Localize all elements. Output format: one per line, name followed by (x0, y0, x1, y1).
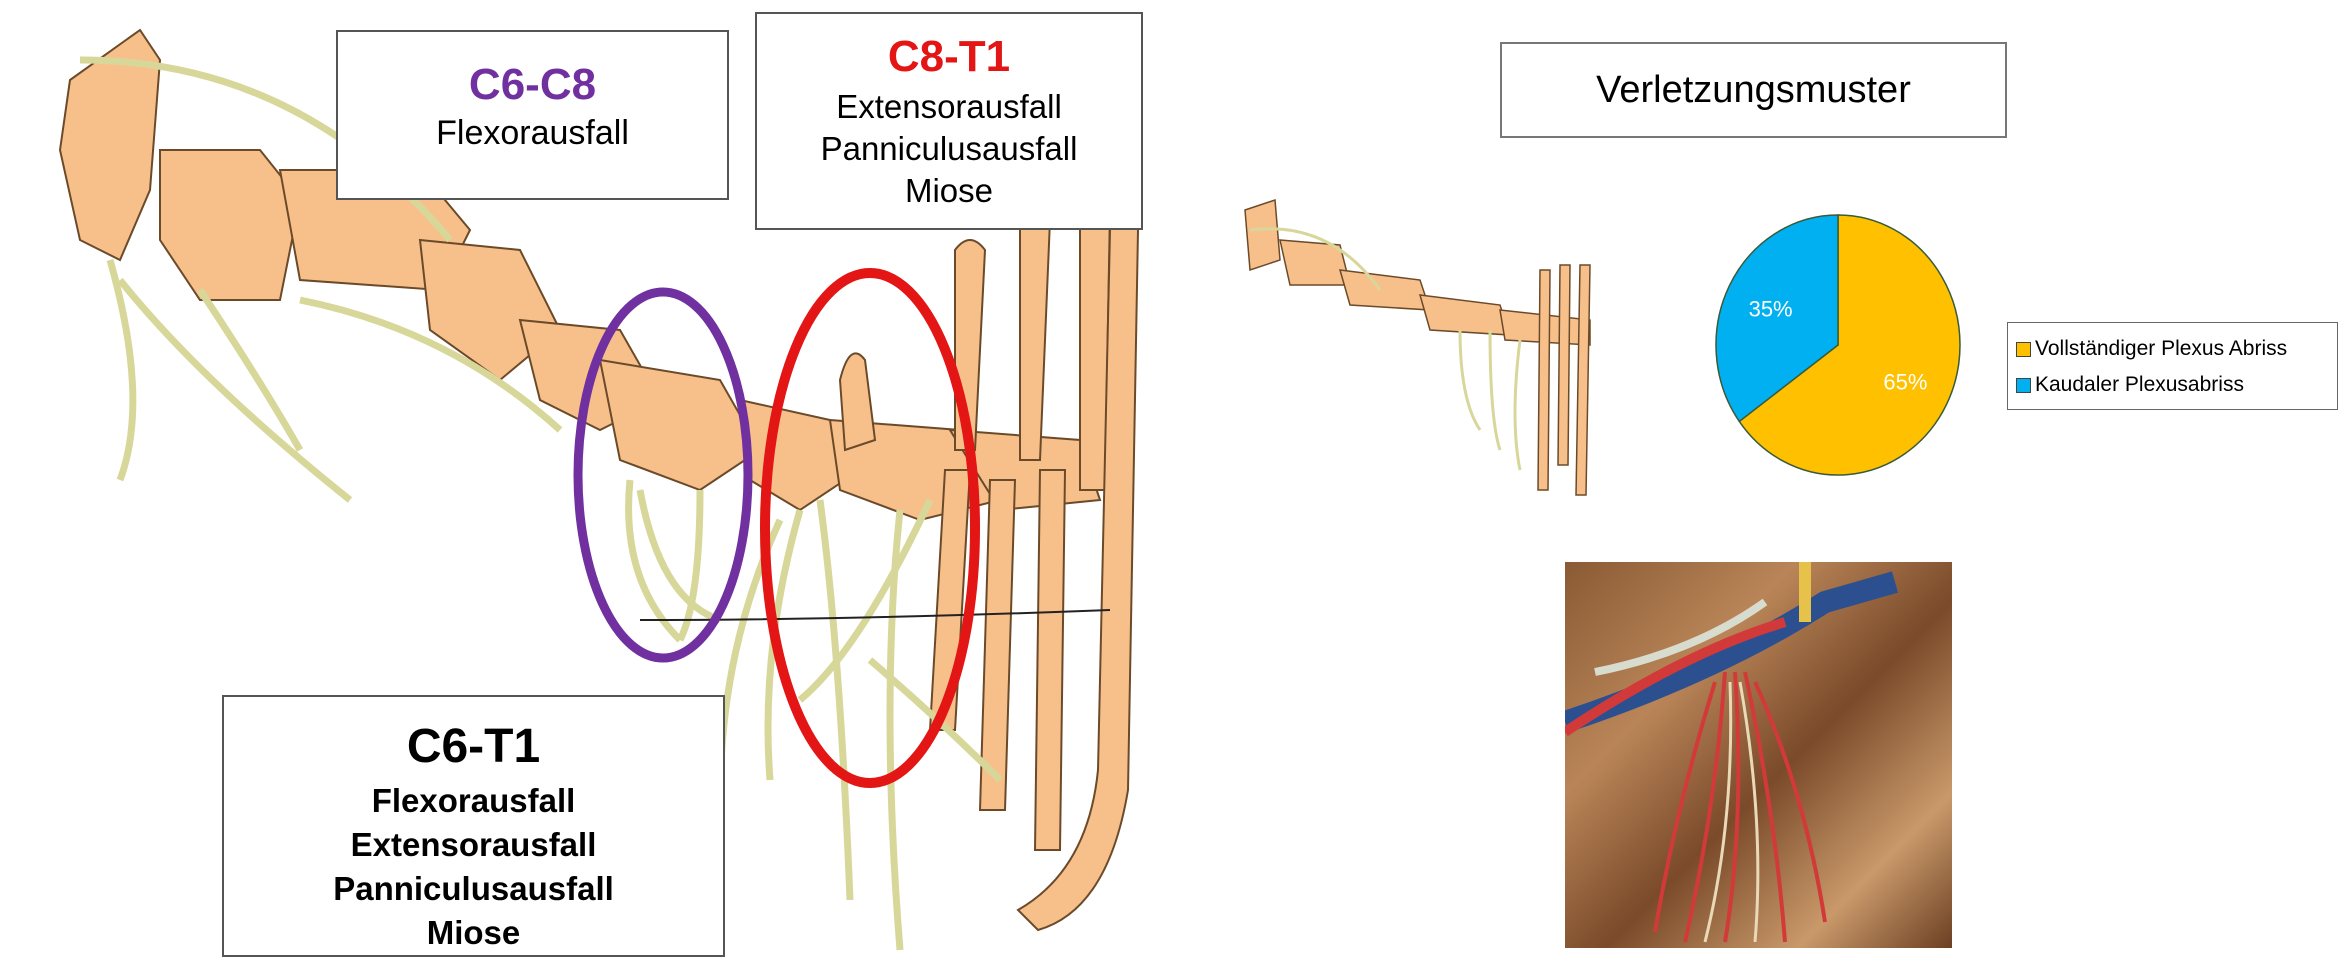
c8-t1-line: Extensorausfall (836, 88, 1062, 125)
pie-slice-1 (1715, 214, 1839, 423)
legend-label-caudal: Kaudaler Plexusabriss (2035, 373, 2244, 396)
c6-c8-line: Flexorausfall (436, 114, 629, 152)
c6-c8-label-box: C6-C8 Flexorausfall (336, 30, 729, 200)
legend-item: Kaudaler Plexusabriss (2016, 367, 2337, 403)
pie-legend: Vollständiger Plexus Abriss Kaudaler Ple… (2007, 322, 2338, 410)
c6-t1-title: C6-T1 (406, 720, 541, 773)
c8-t1-line: Panniculusausfall (820, 130, 1078, 167)
c6-t1-label-box: C6-T1 Flexorausfall Extensorausfall Pann… (222, 695, 725, 957)
c6-t1-line: Flexorausfall (371, 782, 576, 819)
verletzungsmuster-title-box: Verletzungsmuster (1500, 42, 2007, 138)
legend-label-complete: Vollständiger Plexus Abriss (2035, 337, 2288, 360)
pie-slice-0 (1738, 214, 1961, 476)
c6-t1-line: Extensorausfall (350, 826, 597, 863)
pie-data-label-1: 35% (1749, 296, 1793, 321)
c6-c8-title: C6-C8 (468, 60, 597, 109)
verletzungsmuster-title: Verletzungsmuster (1596, 69, 1911, 111)
c8-t1-line: Miose (904, 172, 994, 209)
c8-t1-title: C8-T1 (887, 32, 1011, 81)
pie-data-label-0: 65% (1883, 370, 1927, 395)
c8-t1-label-box: C8-T1 Extensorausfall Panniculusausfall … (755, 12, 1143, 230)
dissection-photo (1565, 562, 1952, 948)
c6-c8-highlight-ellipse (573, 287, 753, 663)
legend-item: Vollständiger Plexus Abriss (2016, 331, 2337, 367)
plexus-anatomy-drawing (58, 28, 1140, 951)
c8-t1-highlight-ellipse (760, 268, 980, 788)
legend-swatch-caudal (2016, 377, 2031, 393)
c6-t1-line: Panniculusausfall (333, 870, 614, 907)
legend-swatch-complete (2016, 341, 2031, 357)
c6-t1-line: Miose (426, 914, 521, 951)
